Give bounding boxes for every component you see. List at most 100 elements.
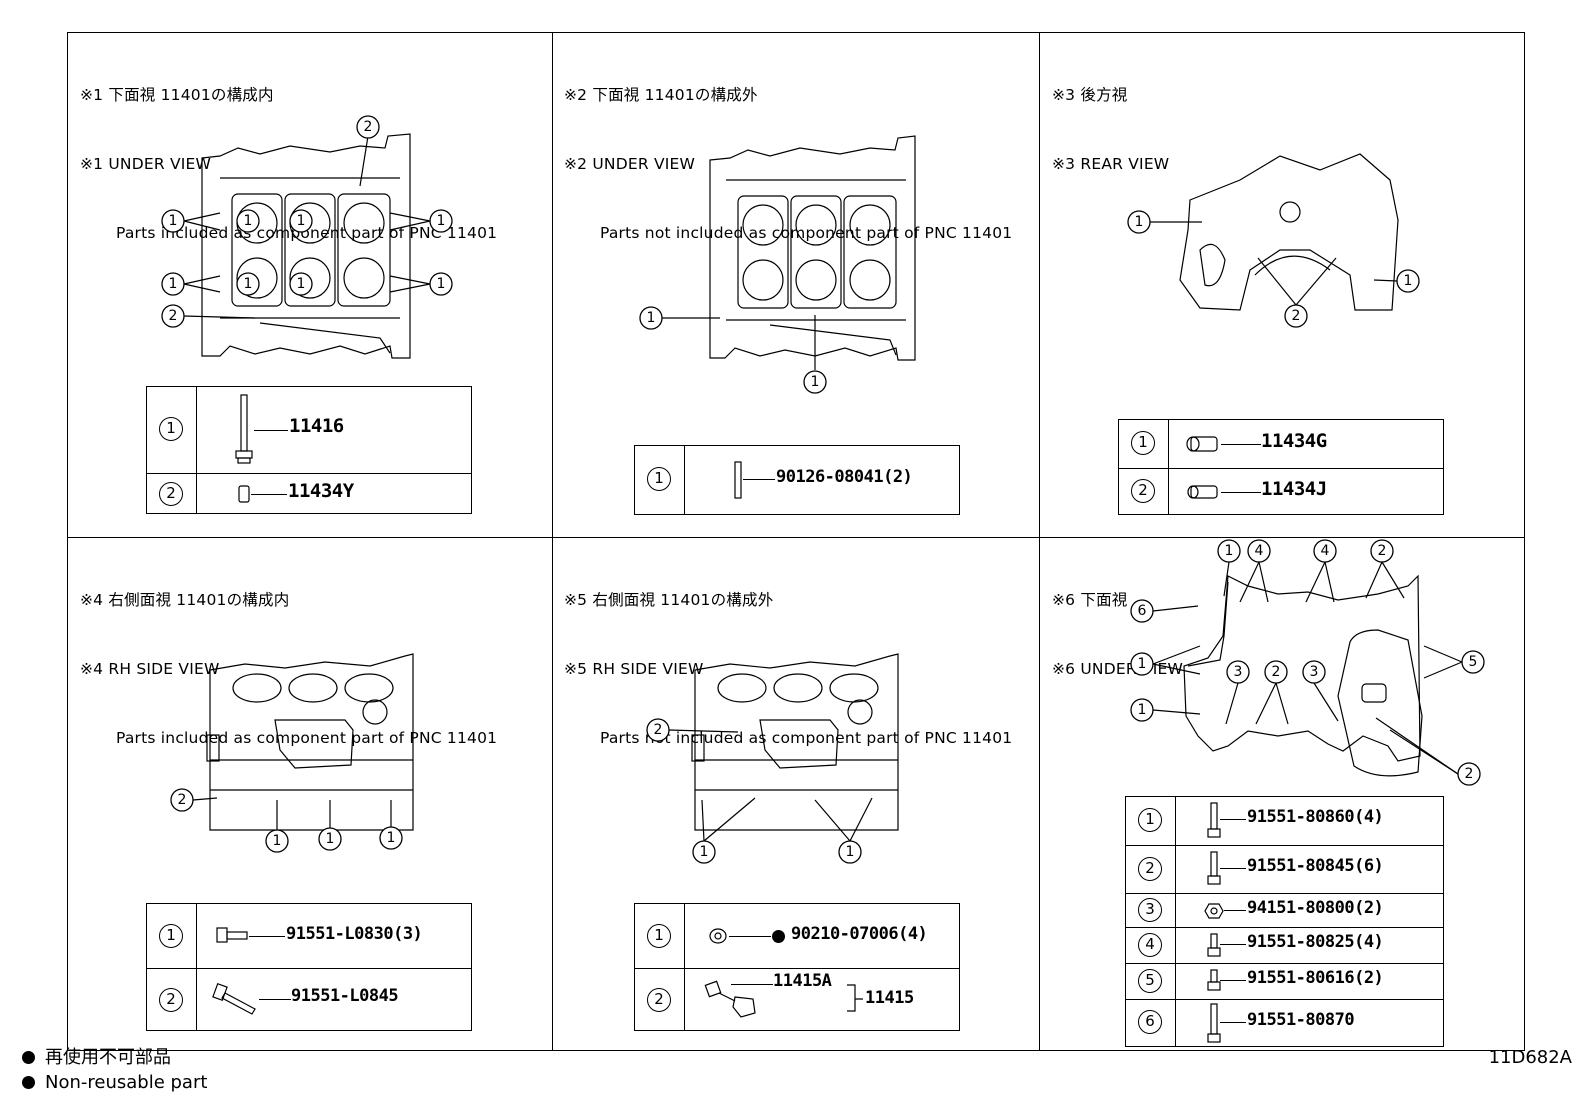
part-number-circle: 2 xyxy=(1131,479,1155,503)
svg-text:3: 3 xyxy=(1234,664,1243,680)
flange-nut-icon xyxy=(1204,903,1224,919)
part-number: 91551-L0845 xyxy=(291,986,399,1006)
table-row: 2 11434Y xyxy=(147,473,471,514)
group-bracket xyxy=(847,984,863,1012)
flange-bolt-icon xyxy=(216,927,248,943)
svg-text:2: 2 xyxy=(178,792,187,808)
part-number-circle: 1 xyxy=(1131,431,1155,455)
table-row: 1 91551-L0830(3) xyxy=(147,904,471,968)
svg-text:1: 1 xyxy=(647,310,656,326)
svg-text:5: 5 xyxy=(1469,654,1478,670)
panel-2-description: Parts not included as component part of … xyxy=(600,224,1013,242)
part-number: 11416 xyxy=(289,415,344,437)
svg-text:1: 1 xyxy=(1138,702,1147,718)
svg-text:1: 1 xyxy=(1135,214,1144,230)
table-row: 2 91551-L0845 xyxy=(147,968,471,1030)
svg-text:1: 1 xyxy=(811,374,820,390)
panel-6-caption: ※6 下面視 ※6 UNDER VIEW xyxy=(1052,543,1183,704)
panel-2-en-title: ※2 UNDER VIEW xyxy=(564,155,696,173)
stud-bolt-icon xyxy=(734,461,742,499)
dowel-pin-icon xyxy=(238,485,250,503)
svg-text:2: 2 xyxy=(1465,766,1474,782)
part-number: 90210-07006(4) xyxy=(791,924,928,944)
table-row: 4 91551-80825(4) xyxy=(1126,927,1443,963)
part-number: 11434Y xyxy=(288,480,354,502)
svg-text:1: 1 xyxy=(326,831,335,847)
panel-6-en-title: ※6 UNDER VIEW xyxy=(1052,660,1184,678)
panel-5-engine-block-rh-side-view: 2 1 1 xyxy=(646,653,899,864)
legend-jp: 再使用不可部品 xyxy=(22,1045,171,1071)
part-number-circle: 1 xyxy=(159,924,183,948)
panel-2-jp-title: ※2 下面視 11401の構成外 xyxy=(564,86,758,104)
table-row: 2 11434J xyxy=(1119,468,1443,514)
svg-text:1: 1 xyxy=(1225,543,1234,559)
part-number-circle: 5 xyxy=(1138,969,1162,993)
part-number: 91551-L0830(3) xyxy=(286,924,423,944)
table-row: 1 11434G xyxy=(1119,420,1443,468)
diagram-frame xyxy=(67,32,1525,1051)
svg-text:1: 1 xyxy=(846,844,855,860)
flange-bolt-icon xyxy=(1207,969,1221,991)
svg-text:2: 2 xyxy=(364,119,373,135)
panel-3-engine-block-rear-view: 1 1 2 xyxy=(1127,153,1420,328)
svg-text:1: 1 xyxy=(297,213,306,229)
part-number: 91551-80825(4) xyxy=(1247,932,1384,952)
svg-text:2: 2 xyxy=(1292,308,1301,324)
part-number-circle: 2 xyxy=(159,988,183,1012)
svg-text:1: 1 xyxy=(273,833,282,849)
panel-4-caption: ※4 右側面視 11401の構成内 ※4 RH SIDE VIEW Parts … xyxy=(80,543,497,773)
panel-1-engine-block-under-view: 1 1 1 1 1 1 1 1 2 2 xyxy=(161,115,453,359)
part-number-circle: 2 xyxy=(159,482,183,506)
panel-6-jp-title: ※6 下面視 xyxy=(1052,591,1128,609)
svg-text:4: 4 xyxy=(1321,543,1330,559)
svg-text:1: 1 xyxy=(297,276,306,292)
panel-5-en-title: ※5 RH SIDE VIEW xyxy=(564,660,704,678)
part-number-circle: 6 xyxy=(1138,1010,1162,1034)
table-row: 1 11416 xyxy=(147,387,471,473)
part-number: 11415A xyxy=(773,971,832,991)
panel-5-callouts: 2 1 1 xyxy=(646,718,873,864)
table-row: 6 91551-80870 xyxy=(1126,999,1443,1046)
figure-code: 11D682A xyxy=(1488,1047,1572,1068)
non-reusable-mark xyxy=(772,930,785,943)
panel-4-engine-block-rh-side-view: 2 1 1 1 xyxy=(170,653,414,853)
svg-text:1: 1 xyxy=(387,830,396,846)
flange-bolt-icon xyxy=(1207,1003,1221,1043)
table-row: 5 91551-80616(2) xyxy=(1126,963,1443,999)
part-number: 91551-80860(4) xyxy=(1247,807,1384,827)
svg-text:1: 1 xyxy=(1404,273,1413,289)
svg-text:2: 2 xyxy=(1272,664,1281,680)
panel-2-parts-table: 1 90126-08041(2) xyxy=(634,445,960,515)
table-row: 2 91551-80845(6) xyxy=(1126,845,1443,893)
part-number-circle: 1 xyxy=(159,417,183,441)
non-reusable-mark xyxy=(22,1076,35,1089)
flange-bolt-icon xyxy=(1207,851,1221,885)
panel-5-caption: ※5 右側面視 11401の構成外 ※5 RH SIDE VIEW Parts … xyxy=(564,543,1012,773)
panel-5-jp-title: ※5 右側面視 11401の構成外 xyxy=(564,591,774,609)
svg-text:1: 1 xyxy=(1138,656,1147,672)
table-row: 1 90210-07006(4) xyxy=(635,904,959,968)
part-number: 91551-80616(2) xyxy=(1247,968,1384,988)
svg-text:1: 1 xyxy=(169,213,178,229)
svg-text:2: 2 xyxy=(654,722,663,738)
panel-1-parts-table: 1 11416 2 11434Y xyxy=(146,386,472,514)
panel-3-jp-title: ※3 後方視 xyxy=(1052,86,1128,104)
drain-cock-icon xyxy=(704,980,756,1018)
part-number: 94151-80800(2) xyxy=(1247,898,1384,918)
panel-1-jp-title: ※1 下面視 11401の構成内 xyxy=(80,86,274,104)
dowel-bushing-icon xyxy=(1186,436,1218,452)
panel-2-caption: ※2 下面視 11401の構成外 ※2 UNDER VIEW Parts not… xyxy=(564,38,1012,268)
panel-3-en-title: ※3 REAR VIEW xyxy=(1052,155,1170,173)
svg-text:1: 1 xyxy=(437,213,446,229)
flange-bolt-icon xyxy=(1207,802,1221,838)
gasket-washer-icon xyxy=(709,928,727,944)
part-number-circle: 3 xyxy=(1138,898,1162,922)
svg-text:2: 2 xyxy=(1378,543,1387,559)
panel-6-parts-table: 1 91551-80860(4) 2 91551-80845(6) 3 9415… xyxy=(1125,796,1444,1047)
svg-text:1: 1 xyxy=(244,276,253,292)
table-row: 1 91551-80860(4) xyxy=(1126,797,1443,845)
table-row: 1 90126-08041(2) xyxy=(635,446,959,514)
part-number: 11434G xyxy=(1261,430,1327,452)
part-number-circle: 1 xyxy=(647,467,671,491)
part-number: 90126-08041(2) xyxy=(776,467,913,487)
